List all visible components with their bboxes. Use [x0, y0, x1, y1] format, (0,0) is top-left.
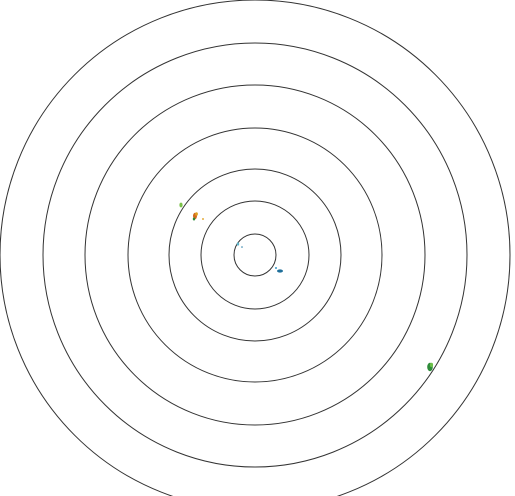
echo-blob	[192, 217, 196, 221]
echo-blob	[195, 212, 198, 216]
echo-lower-right	[427, 362, 434, 372]
radar-echoes	[179, 202, 434, 372]
range-ring-3	[168, 168, 342, 342]
range-ring-1	[233, 233, 277, 277]
range-ring-6	[42, 42, 468, 468]
echo-blob	[236, 242, 240, 246]
echo-blob	[277, 269, 283, 273]
range-ring-2	[200, 200, 310, 310]
range-ring-4	[127, 127, 383, 383]
echo-blob	[429, 362, 434, 368]
echo-blob	[241, 246, 243, 248]
echo-blob	[179, 202, 183, 208]
echo-right-center	[275, 267, 283, 273]
echo-upper-left	[179, 202, 204, 221]
echo-blob	[202, 218, 204, 220]
echo-blob	[275, 267, 277, 269]
echo-center	[236, 242, 243, 248]
range-ring-5	[84, 84, 426, 426]
